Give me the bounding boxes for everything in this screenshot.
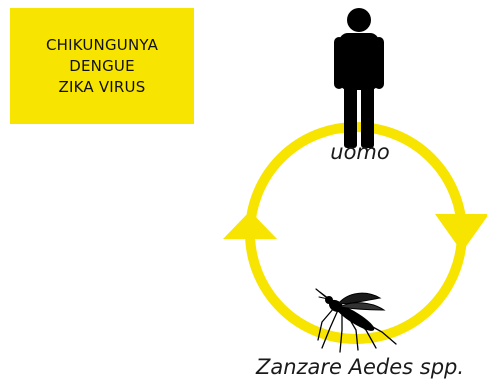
mosquito-icon — [315, 288, 397, 353]
diseases-label-box: CHIKUNGUNYA DENGUE ZIKA VIRUS — [10, 8, 194, 124]
disease-chikungunya: CHIKUNGUNYA — [45, 36, 159, 54]
right-down-arrow-icon — [435, 214, 487, 252]
mosquito-label: Zanzare Aedes spp. — [255, 355, 465, 379]
disease-dengue: DENGUE — [69, 57, 135, 75]
left-up-arrow-icon — [223, 211, 277, 239]
human-silhouette-icon — [334, 8, 384, 148]
disease-zika: ZIKA VIRUS — [58, 78, 146, 96]
human-label: uomo — [330, 140, 390, 164]
